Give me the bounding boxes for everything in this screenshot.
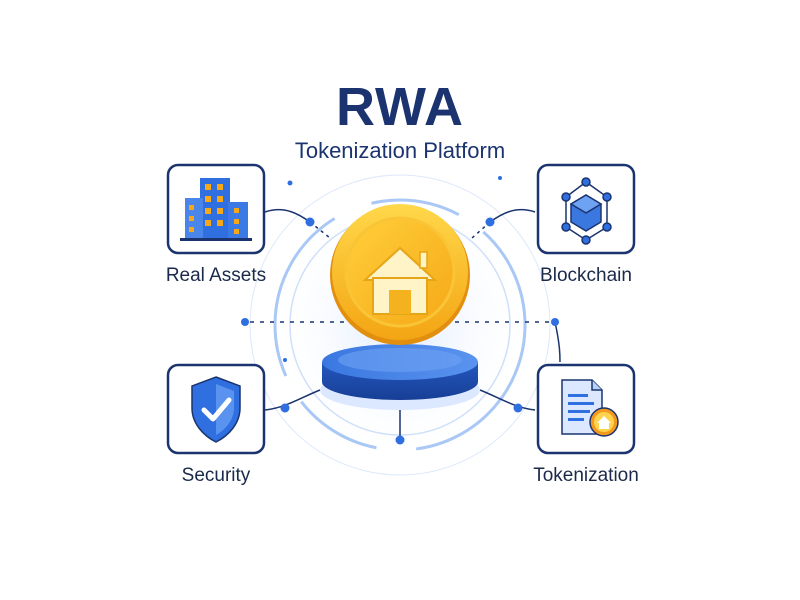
real-assets-label: Real Assets — [136, 265, 296, 287]
blockchain-label: Blockchain — [506, 265, 666, 287]
tokenization-node — [538, 365, 634, 453]
house-coin-icon — [330, 204, 470, 345]
security-node — [168, 365, 264, 453]
blockchain-node — [538, 165, 634, 253]
center-pedestal — [320, 344, 480, 410]
security-label: Security — [136, 465, 296, 487]
tokenization-label: Tokenization — [506, 465, 666, 487]
real-assets-node — [168, 165, 264, 253]
